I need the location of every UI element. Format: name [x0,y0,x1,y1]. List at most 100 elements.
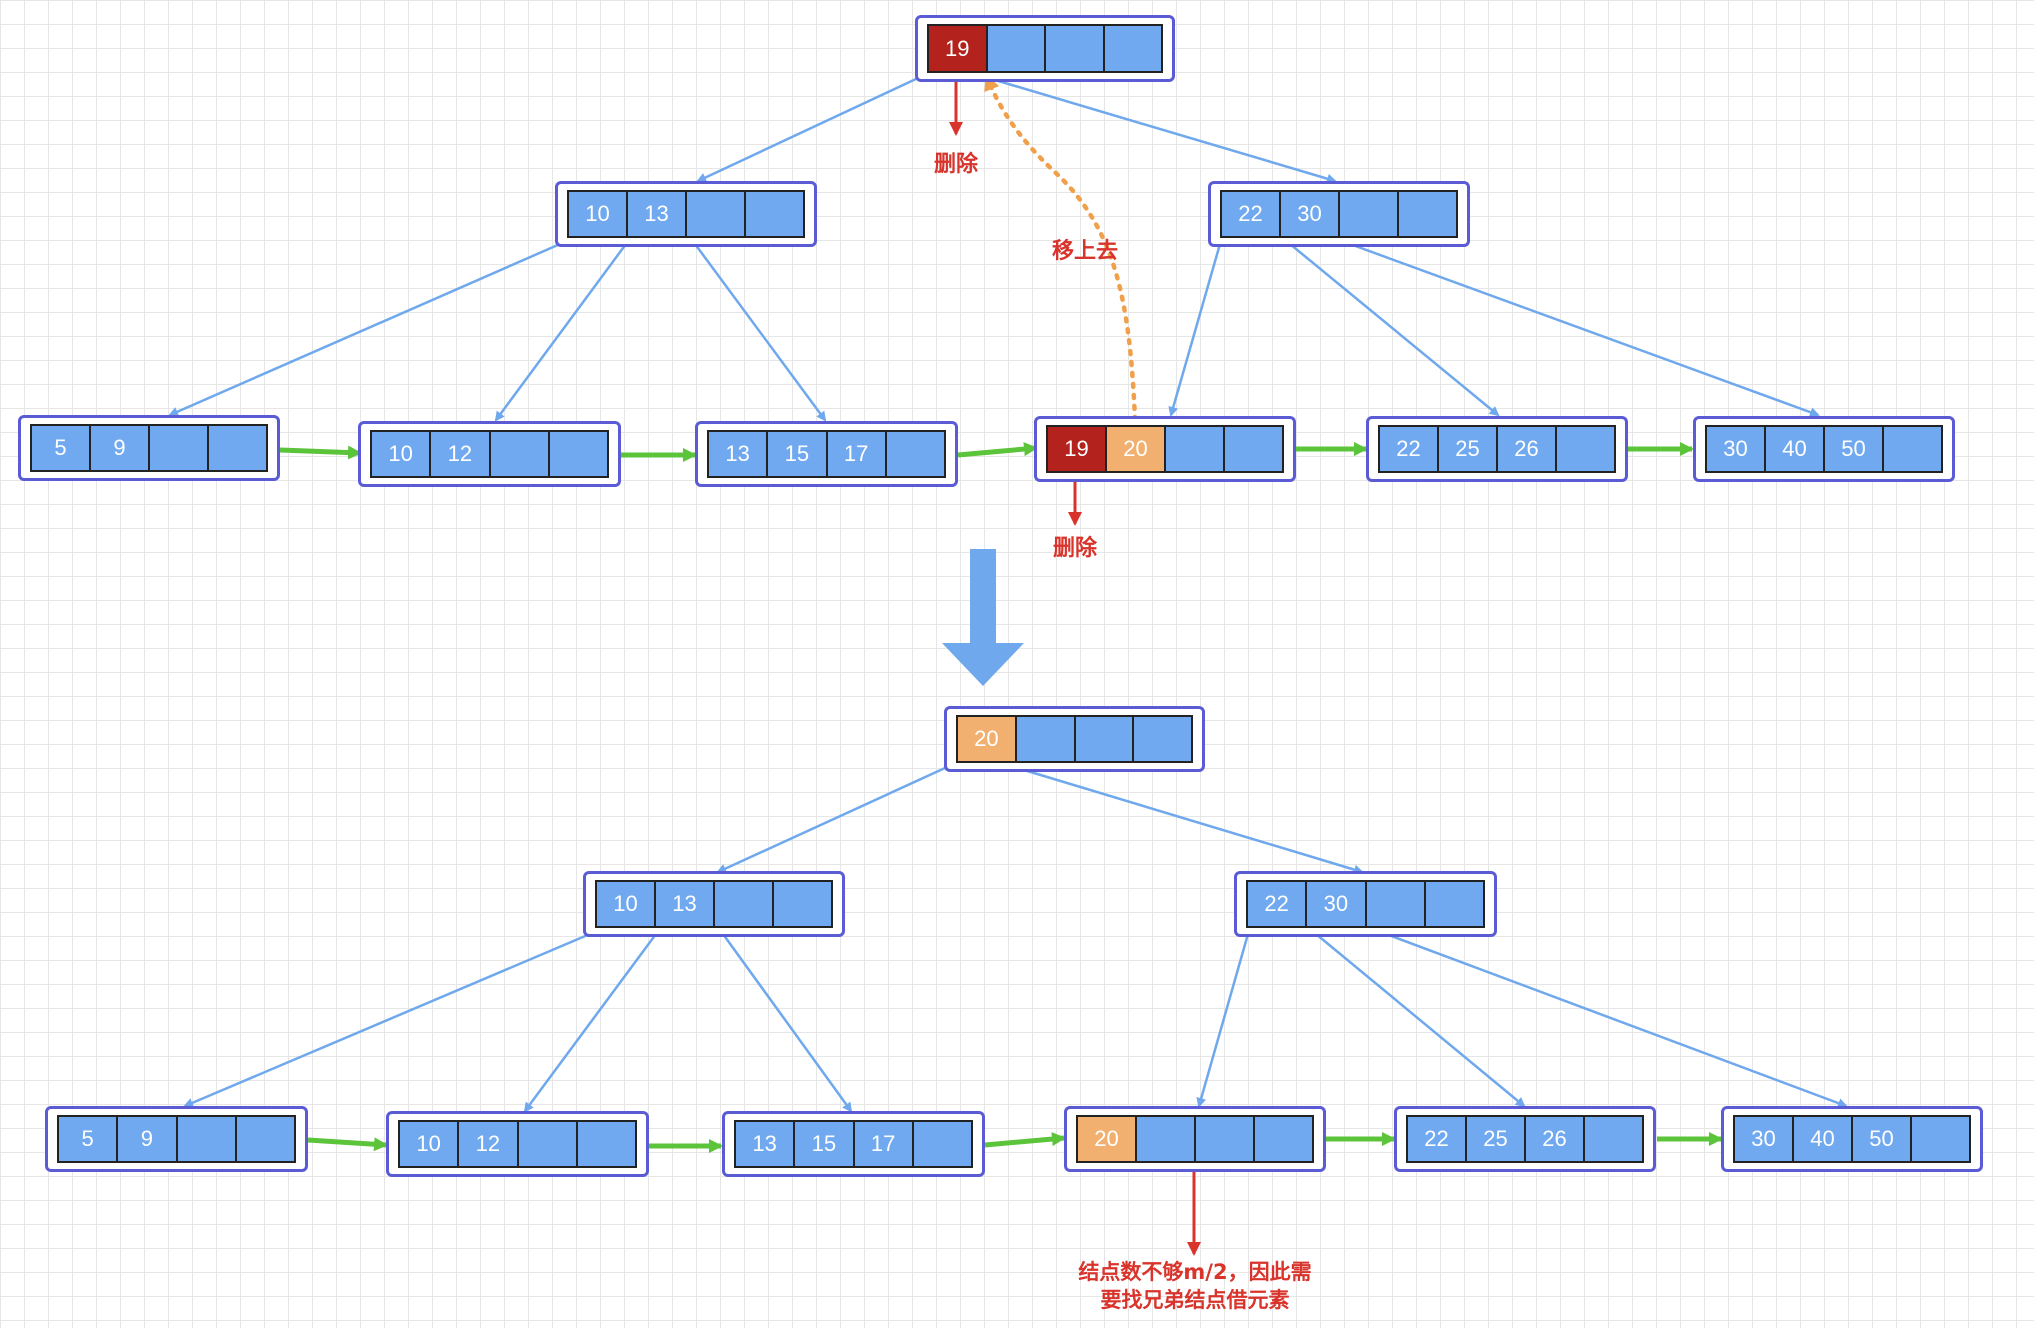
key-cell [985,26,1044,71]
key-cell: 50 [1823,427,1882,471]
bottom-leaf-node-5: 22 25 26 [1394,1106,1656,1172]
key-cell [911,1122,971,1166]
top-left-internal-node: 10 13 [555,181,817,247]
key-cell [175,1117,235,1161]
tree-edge [1289,243,1500,417]
key-cell: 50 [1851,1117,1910,1161]
key-cell: 40 [1792,1117,1851,1161]
bottom-leaf-node-6: 30 40 50 [1721,1106,1983,1172]
key-cell [1164,427,1223,471]
key-cell: 15 [793,1122,853,1166]
key-cell: 20 [958,717,1015,761]
key-cell [1044,26,1103,71]
key-cell [1014,717,1074,761]
leaf-link-arrow [984,1132,1066,1148]
top-leaf-node-2: 10 12 [358,421,621,487]
tree-edge [523,933,658,1113]
tree-edge [693,243,827,422]
key-cell: 9 [116,1117,176,1161]
key-cell [1910,1117,1969,1161]
key-cell [207,426,266,470]
key-cell [1253,1117,1312,1161]
key-cell [1073,717,1133,761]
key-cell: 17 [852,1122,912,1166]
key-cell [148,426,207,470]
key-cell: 30 [1305,882,1365,926]
tree-edge [721,933,853,1113]
key-cell: 30 [1279,192,1338,236]
key-cell: 20 [1105,427,1164,471]
key-cell [1338,192,1397,236]
key-cell [1583,1117,1642,1161]
bottom-leaf-node-4: 20 [1064,1106,1326,1172]
key-cell [884,432,944,476]
key-cell: 17 [825,432,885,476]
key-cell [1223,427,1282,471]
bottom-right-internal-node: 22 30 [1234,871,1497,937]
delete-root-label: 删除 [933,152,978,177]
tree-edge [994,78,1337,184]
key-cell [1194,1117,1253,1161]
key-cell: 5 [59,1117,117,1161]
tree-edge [716,766,946,874]
key-cell: 12 [457,1122,517,1166]
key-cell: 30 [1735,1117,1792,1161]
move-up-arrow [984,74,1138,423]
key-cell: 30 [1707,427,1764,471]
key-cell: 22 [1248,882,1306,926]
key-cell: 10 [569,192,626,236]
tree-edge [1385,932,1848,1108]
key-cell [1555,427,1614,471]
tree-edge [1349,242,1820,417]
key-cell: 13 [736,1122,794,1166]
bottom-root-node: 20 [944,706,1205,772]
tree-edge [1196,933,1250,1108]
key-cell [1397,192,1456,236]
key-cell: 22 [1222,192,1279,236]
bottom-leaf-node-1: 5 9 [45,1106,308,1172]
move-up-label: 移上去 [1051,239,1118,264]
key-cell [516,1122,576,1166]
top-root-node: 19 [915,15,1175,82]
key-cell: 13 [626,192,685,236]
key-cell [744,192,803,236]
top-leaf-node-4: 19 20 [1034,416,1296,482]
key-cell: 22 [1408,1117,1465,1161]
key-cell: 25 [1437,427,1496,471]
key-cell: 13 [654,882,713,926]
tree-edge [1168,243,1222,417]
top-leaf-node-6: 30 40 50 [1693,416,1955,482]
bottom-leaf-links [307,1132,1723,1153]
key-cell [772,882,831,926]
key-cell: 20 [1078,1117,1135,1161]
key-cell: 9 [89,426,148,470]
underflow-note-line2: 要找兄弟结点借元素 [1100,1288,1290,1312]
leaf-link-arrow [279,445,362,460]
tree-edge [183,932,591,1108]
key-cell [1132,717,1191,761]
key-cell [575,1122,635,1166]
key-cell: 10 [400,1122,458,1166]
key-cell: 10 [372,432,430,476]
key-cell: 10 [597,882,654,926]
key-cell [488,432,548,476]
top-tree-edges [168,76,1820,422]
key-cell [1364,882,1424,926]
key-cell [1135,1117,1194,1161]
tree-edge [1315,933,1526,1108]
bottom-leaf-node-2: 10 12 [386,1111,649,1177]
key-cell [685,192,744,236]
key-cell: 15 [766,432,826,476]
key-cell [547,432,607,476]
key-cell: 19 [929,26,986,71]
key-cell [1423,882,1483,926]
top-leaf-links [279,442,1694,462]
key-cell: 26 [1496,427,1555,471]
key-cell [1102,26,1161,71]
top-right-internal-node: 22 30 [1208,181,1470,247]
key-cell: 25 [1465,1117,1524,1161]
transition-arrow [942,549,1024,686]
key-cell: 22 [1380,427,1437,471]
key-cell [1882,427,1941,471]
